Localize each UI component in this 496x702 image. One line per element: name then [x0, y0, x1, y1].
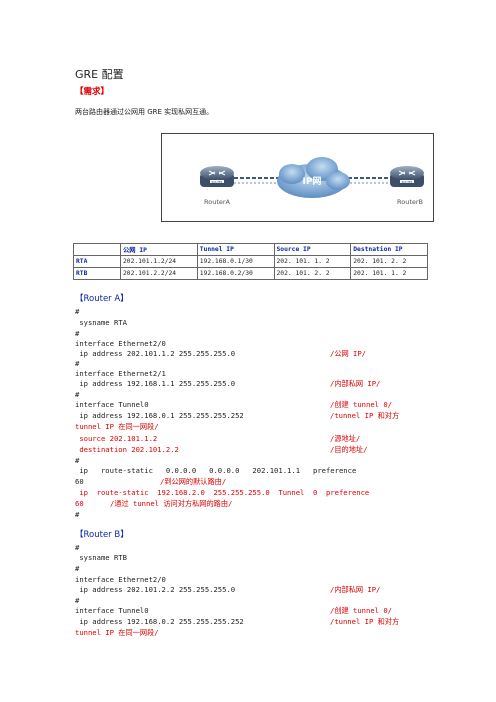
config-comment: tunnel IP 在同一网段/ [75, 628, 159, 637]
config-comment: /创建 tunnel 0/ [330, 400, 392, 409]
router-b-icon [390, 166, 424, 187]
config-comment: /通过 tunnel 访问对方私网的路由/ [110, 499, 233, 508]
table-cell: 202. 101. 1. 2 [350, 267, 428, 280]
router-a-heading: 【Router A】 [75, 294, 129, 304]
config-line: ip address 192.168.1.1 255.255.255.0 [75, 379, 236, 388]
requirement-text: 两台路由器通过公网用 GRE 实现私网互通。 [75, 108, 214, 116]
ip-table: 公网 IP Tunnel IP Source IP Destnation IP … [73, 243, 428, 280]
table-cell: RTA [73, 255, 121, 268]
table-header: 公网 IP [120, 243, 198, 256]
config-comment: /内部私网 IP/ [330, 585, 381, 594]
table-header [73, 243, 121, 256]
table-cell: 202. 101. 2. 2 [273, 267, 352, 280]
config-line: source 202.101.1.2 [75, 434, 158, 443]
config-line: # [75, 564, 80, 573]
config-line: sysname RTA [75, 318, 127, 327]
router-a-icon [200, 166, 234, 187]
config-line: ip address 202.101.1.2 255.255.255.0 [75, 349, 236, 358]
config-comment: /内部私网 IP/ [330, 379, 381, 388]
config-line: # [75, 390, 80, 399]
config-line: ip address 192.168.0.2 255.255.255.252 [75, 617, 244, 626]
table-cell: 192.168.0.2/30 [196, 267, 275, 280]
config-line: sysname RTB [75, 553, 127, 562]
router-b-badge: ROUTER [402, 180, 413, 184]
config-comment: /公网 IP/ [330, 349, 367, 358]
config-line: ip address 192.168.0.1 255.255.255.252 [75, 411, 244, 420]
table-header: Tunnel IP [196, 243, 275, 256]
network-diagram: IP网 ROUTER RouterA ROUTER RouterB [161, 133, 434, 222]
config-line: # [75, 543, 80, 552]
config-line: ip address 202.101.2.2 255.255.255.0 [75, 585, 236, 594]
doc-title: GRE 配置 [75, 68, 124, 81]
config-comment: /到公网的默认路由/ [160, 477, 227, 486]
config-line: # [75, 329, 80, 338]
config-line: 60 [75, 477, 84, 486]
table-header: Destnation IP [350, 243, 428, 256]
table-cell: 202. 101. 1. 2 [273, 255, 352, 268]
requirement-heading: 【需求】 [75, 87, 110, 97]
table-row: RTB 202.101.2.2/24 192.168.0.2/30 202. 1… [73, 267, 428, 280]
config-comment: /目的地址/ [330, 445, 368, 454]
router-b-heading: 【Router B】 [75, 530, 129, 540]
router-a-badge: ROUTER [212, 180, 223, 184]
config-line: # [75, 359, 80, 368]
router-a-label: RouterA [204, 198, 231, 206]
config-line: # [75, 596, 80, 605]
table-header-row: 公网 IP Tunnel IP Source IP Destnation IP [73, 243, 428, 256]
table-cell: 202.101.2.2/24 [120, 267, 198, 280]
table-row: RTA 202.101.1.2/24 192.168.0.1/30 202. 1… [73, 255, 428, 268]
config-line: # [75, 510, 80, 519]
config-comment: /tunnel IP 和对方 [330, 411, 400, 420]
table-header: Source IP [273, 243, 352, 256]
table-cell: 202.101.1.2/24 [120, 255, 198, 268]
config-line: interface Tunnel0 [75, 400, 149, 409]
table-cell: RTB [73, 267, 121, 280]
config-line: interface Ethernet2/1 [75, 369, 166, 378]
cloud-icon [277, 157, 350, 198]
config-line: destination 202.101.2.2 [75, 445, 179, 454]
config-line: interface Ethernet2/0 [75, 339, 166, 348]
config-line: interface Tunnel0 [75, 606, 149, 615]
config-line: ip route-static 192.168.2.0 255.255.255.… [75, 488, 370, 497]
config-line: # [75, 307, 80, 316]
config-comment: /tunnel IP 和对方 [330, 617, 400, 626]
table-cell: 202. 101. 2. 2 [350, 255, 428, 268]
config-comment: /创建 tunnel 0/ [330, 606, 392, 615]
config-comment: tunnel IP 在同一网段/ [75, 422, 159, 431]
cloud-label: IP网 [303, 176, 322, 187]
network-diagram-svg: IP网 ROUTER RouterA ROUTER RouterB [200, 157, 424, 206]
router-b-label: RouterB [397, 198, 423, 206]
config-line: # [75, 456, 80, 465]
config-comment: /源地址/ [330, 434, 361, 443]
config-line: 60 [75, 499, 84, 508]
config-line: interface Ethernet2/0 [75, 575, 166, 584]
config-line: ip route-static 0.0.0.0 0.0.0.0 202.101.… [75, 466, 357, 475]
table-cell: 192.168.0.1/30 [196, 255, 275, 268]
